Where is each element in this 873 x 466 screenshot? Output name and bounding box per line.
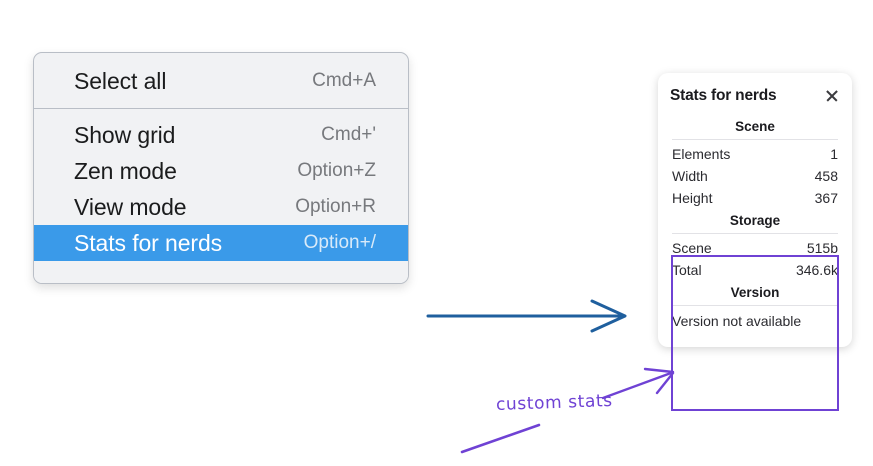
menu-item-label: Show grid — [74, 121, 176, 148]
menu-item-shortcut: Option+/ — [303, 232, 376, 253]
stat-row-elements: Elements 1 — [670, 143, 840, 165]
section-header-scene: Scene — [735, 119, 775, 134]
panel-title: Stats for nerds — [670, 87, 777, 104]
stat-label: Height — [672, 190, 713, 206]
stat-value: 346.6k — [795, 262, 838, 278]
menu-item-label: Zen mode — [74, 157, 177, 184]
context-menu[interactable]: Select all Cmd+A Show grid Cmd+' Zen mod… — [33, 52, 409, 284]
stat-value: 1 — [830, 146, 838, 162]
section-rule — [672, 233, 838, 234]
menu-item-label: Select all — [74, 67, 167, 94]
stat-label: Width — [672, 168, 708, 184]
menu-item-label: Stats for nerds — [74, 229, 223, 256]
menu-section-2: Show grid Cmd+' Zen mode Option+Z View m… — [34, 109, 408, 261]
menu-footer-spacer — [34, 261, 408, 283]
stat-value: 515b — [806, 240, 838, 256]
menu-item-show-grid[interactable]: Show grid Cmd+' — [34, 117, 408, 153]
stat-row-storage-total: Total 346.6k — [670, 259, 840, 281]
blue-arrow-icon — [426, 299, 627, 333]
stat-row-height: Height 367 — [670, 187, 840, 209]
panel-header: Stats for nerds — [670, 85, 840, 115]
stat-label: Scene — [672, 240, 712, 256]
custom-stats-annotation-label: custom stats — [495, 390, 613, 416]
stats-for-nerds-panel: Stats for nerds Scene Elements 1 Width 4… — [658, 73, 852, 347]
menu-item-zen-mode[interactable]: Zen mode Option+Z — [34, 153, 408, 189]
stat-label: Total — [672, 262, 702, 278]
section-rule — [672, 139, 838, 140]
menu-section-1: Select all Cmd+A — [34, 53, 408, 108]
menu-item-select-all[interactable]: Select all Cmd+A — [34, 63, 408, 99]
section-header-version: Version — [730, 285, 780, 300]
version-value: Version not available — [672, 313, 802, 329]
stat-value: 458 — [814, 168, 838, 184]
menu-divider — [34, 108, 408, 109]
section-rule — [672, 305, 838, 306]
stat-row-storage-scene: Scene 515b — [670, 237, 840, 259]
menu-item-label: View mode — [74, 193, 187, 220]
stat-label: Elements — [672, 146, 731, 162]
menu-item-shortcut: Option+R — [295, 196, 376, 217]
menu-item-view-mode[interactable]: View mode Option+R — [34, 189, 408, 225]
section-header-storage: Storage — [729, 213, 781, 228]
stat-value: 367 — [814, 190, 838, 206]
close-icon[interactable] — [824, 88, 840, 104]
menu-item-shortcut: Option+Z — [297, 160, 376, 181]
menu-item-stats-for-nerds[interactable]: Stats for nerds Option+/ — [34, 225, 408, 261]
purple-arrow-icon — [601, 367, 675, 400]
menu-item-shortcut: Cmd+A — [312, 70, 376, 91]
stat-row-width: Width 458 — [670, 165, 840, 187]
menu-item-shortcut: Cmd+' — [321, 124, 376, 145]
purple-underline-stroke — [460, 423, 541, 454]
